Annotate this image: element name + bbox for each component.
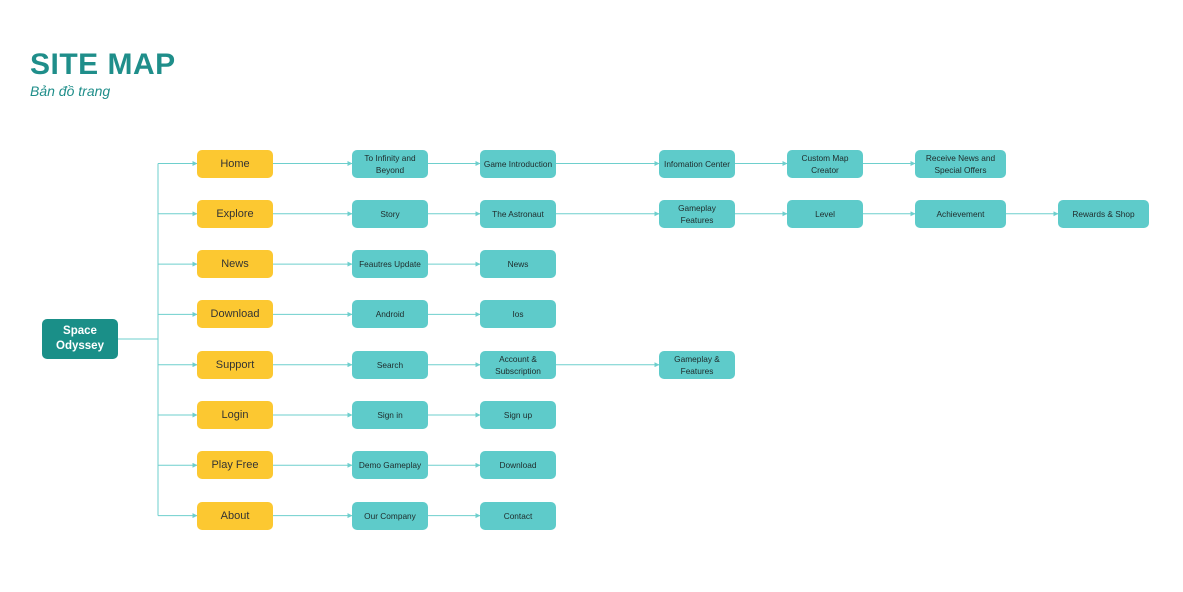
category-node-download: Download: [197, 300, 273, 329]
page-title: SITE MAP: [30, 48, 176, 81]
page-node-play-free-download: Download: [480, 451, 556, 480]
page-node-home-game-introduction: Game Introduction: [480, 149, 556, 178]
page-node-explore-gameplay-features: Gameplay Features: [659, 199, 735, 228]
page-node-explore-story: Story: [352, 199, 428, 228]
category-node-news: News: [197, 250, 273, 279]
page-node-news-news: News: [480, 250, 556, 279]
page-node-home-to-infinity-and-beyond: To Infinity and Beyond: [352, 149, 428, 178]
page-node-home-infomation-center: Infomation Center: [659, 149, 735, 178]
page-subtitle: Bản đồ trang: [30, 83, 111, 99]
page-node-about-contact: Contact: [480, 501, 556, 530]
page-node-support-search: Search: [352, 350, 428, 379]
page-node-download-ios: Ios: [480, 300, 556, 329]
page-node-download-android: Android: [352, 300, 428, 329]
page-node-news-feautres-update: Feautres Update: [352, 250, 428, 279]
page-node-about-our-company: Our Company: [352, 501, 428, 530]
root-node: Space Odyssey: [42, 319, 118, 359]
page-node-explore-achievement: Achievement: [915, 199, 1006, 228]
category-node-play-free: Play Free: [197, 451, 273, 480]
page-node-explore-level: Level: [787, 199, 863, 228]
category-node-explore: Explore: [197, 199, 273, 228]
category-node-support: Support: [197, 350, 273, 379]
page-node-play-free-demo-gameplay: Demo Gameplay: [352, 451, 428, 480]
page-node-login-sign-in: Sign in: [352, 401, 428, 429]
page-node-support-account-and-subscription: Account & Subscription: [480, 350, 556, 379]
page-node-support-gameplay-and-features: Gameplay & Features: [659, 350, 735, 379]
page-node-home-receive-news-and-special-offers: Receive News and Special Offers: [915, 149, 1006, 178]
page-node-explore-rewards-and-shop: Rewards & Shop: [1058, 199, 1149, 228]
page-node-explore-the-astronaut: The Astronaut: [480, 199, 556, 228]
page-node-home-custom-map-creator: Custom Map Creator: [787, 149, 863, 178]
category-node-login: Login: [197, 401, 273, 429]
category-node-home: Home: [197, 149, 273, 178]
category-node-about: About: [197, 501, 273, 530]
page-node-login-sign-up: Sign up: [480, 401, 556, 429]
